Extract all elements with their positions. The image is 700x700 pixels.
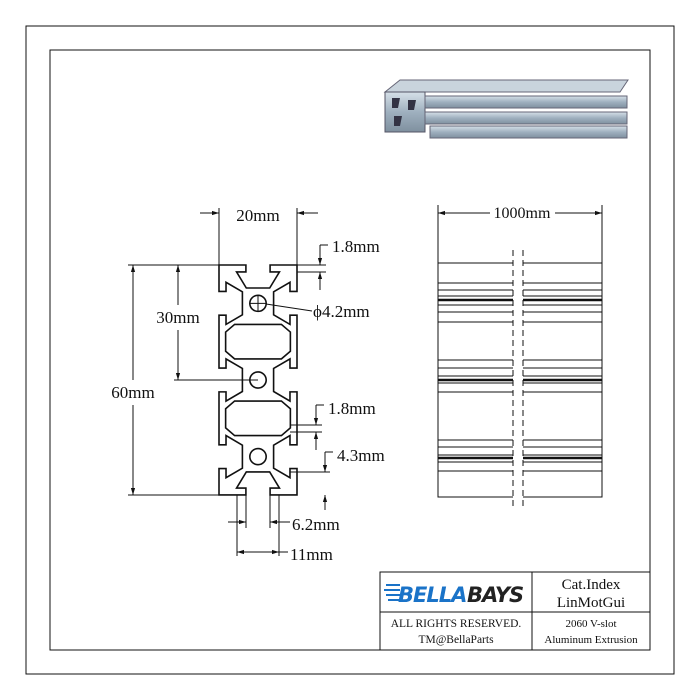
svg-text:BELLA: BELLA — [398, 583, 466, 607]
wall-thickness-label: 1.8mm — [328, 399, 376, 418]
length-dimension-label: 1000mm — [494, 205, 551, 222]
cat-index-label: Cat.Index — [562, 577, 621, 593]
trademark-text: TM@BellaParts — [418, 634, 494, 646]
slot-depth-label: 4.3mm — [337, 446, 385, 465]
product-name-line1: 2060 V-slot — [565, 618, 616, 630]
slot-inner-width-label: 11mm — [290, 545, 333, 564]
extrusion-3d-render — [383, 79, 629, 139]
height-dimension-label: 60mm — [111, 383, 154, 402]
dimension-lines — [128, 208, 333, 556]
slot-opening-label: 6.2mm — [292, 515, 340, 534]
cat-code: LinMotGui — [557, 595, 625, 611]
pitch-dimension-label: 30mm — [156, 308, 199, 327]
rights-text: ALL RIGHTS RESERVED. — [391, 618, 522, 630]
lip-thickness-label: 1.8mm — [332, 237, 380, 256]
width-dimension-label: 20mm — [236, 206, 279, 225]
hole-diameter-label: ϕ4.2mm — [313, 302, 370, 321]
brand-logo: BELLA BAYS — [384, 583, 524, 607]
title-block: BELLA BAYS Cat.Index LinMotGui ALL RIGHT… — [379, 571, 651, 651]
outer-frame — [25, 25, 675, 675]
side-view — [437, 205, 603, 510]
svg-text:BAYS: BAYS — [467, 583, 523, 607]
profile-cross-section — [219, 265, 297, 495]
product-name-line2: Aluminum Extrusion — [544, 634, 638, 646]
inner-frame — [49, 49, 651, 651]
